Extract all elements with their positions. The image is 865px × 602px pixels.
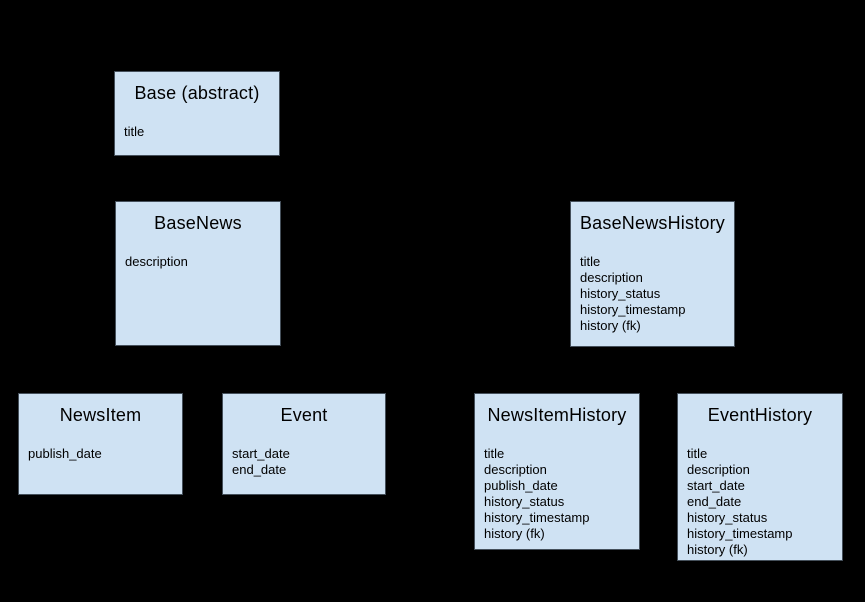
field-label: history_status	[687, 510, 768, 525]
field-label: history_status	[484, 494, 565, 509]
class-box-newsitem: NewsItem publish_date	[18, 393, 183, 495]
class-fields: publish_date	[19, 446, 182, 462]
field-label: end_date	[232, 462, 287, 477]
class-title: Event	[280, 405, 328, 425]
field-label: title	[484, 446, 505, 461]
field-label: history_timestamp	[687, 526, 793, 541]
field-label: description	[484, 462, 547, 477]
field-label: description	[125, 254, 188, 269]
class-title: EventHistory	[707, 405, 813, 425]
field-label: publish_date	[28, 446, 102, 461]
field-label: start_date	[232, 446, 290, 461]
field-label: history_timestamp	[580, 302, 686, 317]
class-title: BaseNewsHistory	[579, 213, 726, 233]
field-label: history (fk)	[484, 526, 545, 541]
field-label: history_status	[580, 286, 661, 301]
class-title: BaseNews	[154, 213, 242, 233]
class-box-base: Base (abstract) title	[114, 71, 280, 156]
class-title: Base (abstract)	[134, 83, 260, 103]
field-label: history_timestamp	[484, 510, 590, 525]
class-box-basenews: BaseNews description	[115, 201, 281, 346]
field-label: publish_date	[484, 478, 558, 493]
field-label: description	[580, 270, 643, 285]
class-title: NewsItem	[59, 405, 142, 425]
field-label: end_date	[687, 494, 742, 509]
field-label: history (fk)	[687, 542, 748, 557]
class-fields: description	[116, 254, 280, 270]
field-label: start_date	[687, 478, 745, 493]
field-label: history (fk)	[580, 318, 641, 333]
field-label: title	[687, 446, 708, 461]
field-label: description	[687, 462, 750, 477]
class-title: NewsItemHistory	[487, 405, 627, 425]
field-label: title	[124, 124, 145, 139]
class-fields: title	[115, 124, 279, 140]
field-label: title	[580, 254, 601, 269]
